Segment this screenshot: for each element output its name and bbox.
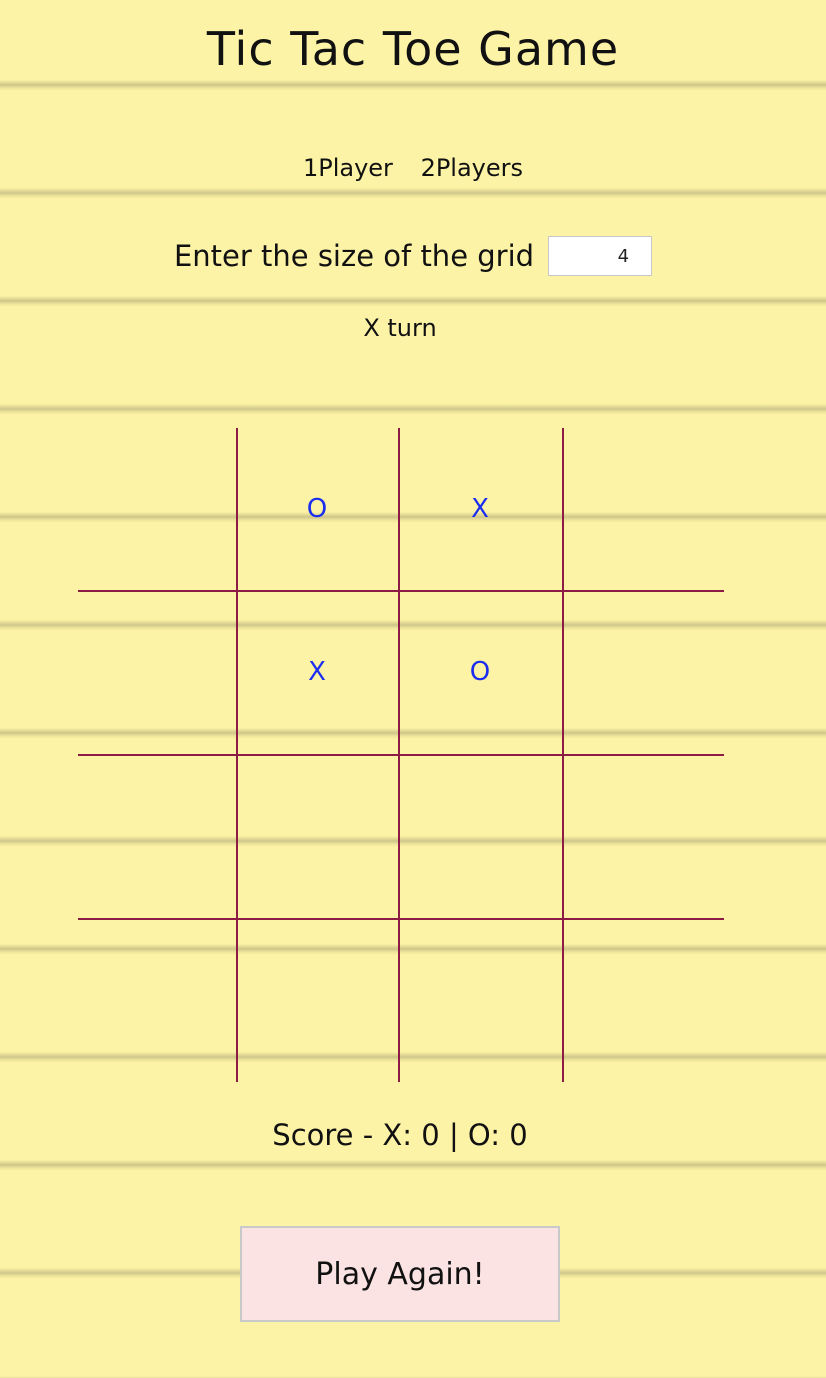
- play-again-button[interactable]: Play Again!: [240, 1226, 560, 1322]
- one-player-button[interactable]: 1Player: [302, 154, 393, 182]
- mode-selector: 1Player 2Players: [0, 154, 826, 182]
- board-cell[interactable]: [78, 428, 236, 590]
- board-cell[interactable]: [562, 754, 724, 918]
- board-cell[interactable]: [236, 918, 398, 1082]
- board-cell[interactable]: [78, 754, 236, 918]
- grid-line-horizontal: [78, 918, 724, 920]
- board-cell[interactable]: X: [471, 494, 489, 524]
- turn-indicator: X turn: [363, 314, 437, 342]
- grid-size-row: Enter the size of the grid: [0, 236, 826, 276]
- board-cell[interactable]: [562, 428, 724, 590]
- board-cell[interactable]: [562, 590, 724, 754]
- board-cell[interactable]: [78, 590, 236, 754]
- game-board: O X X O: [78, 428, 724, 1082]
- board-cell[interactable]: [398, 918, 562, 1082]
- two-players-button[interactable]: 2Players: [420, 154, 524, 182]
- grid-size-input[interactable]: [548, 236, 653, 276]
- board-cell[interactable]: [398, 754, 562, 918]
- board-cell[interactable]: O: [469, 657, 491, 687]
- board-cell[interactable]: [562, 918, 724, 1082]
- board-cell[interactable]: O: [306, 494, 328, 524]
- score-display: Score - X: 0 | O: 0: [272, 1118, 528, 1152]
- board-cell[interactable]: X: [308, 657, 326, 687]
- grid-size-label: Enter the size of the grid: [173, 239, 535, 273]
- grid-line-horizontal: [78, 590, 724, 592]
- board-cell[interactable]: [236, 754, 398, 918]
- page-title: Tic Tac Toe Game: [206, 22, 620, 76]
- grid-line-horizontal: [78, 754, 724, 756]
- board-cell[interactable]: [78, 918, 236, 1082]
